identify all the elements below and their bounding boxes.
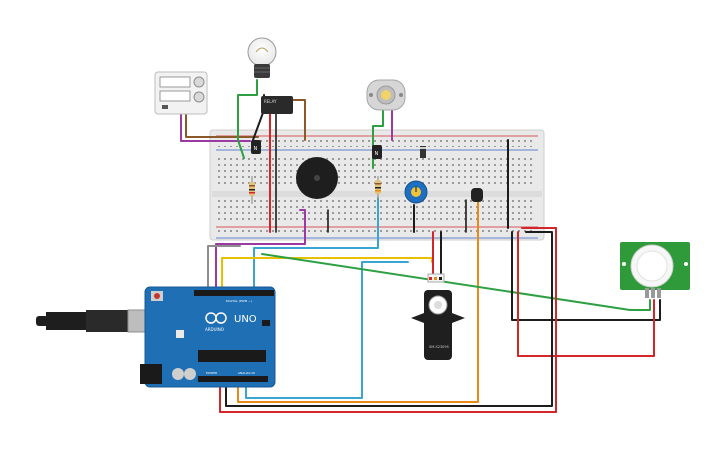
wire-brown-psu [185,109,259,138]
transistor-1[interactable]: N [251,140,261,154]
transistor-2[interactable]: N [372,145,382,159]
transistor-1-label: N [254,146,258,152]
resistor-1 [249,176,255,204]
wire-green-bulb [237,79,258,159]
power-supply[interactable] [154,71,208,115]
wire-green-pir [261,253,651,311]
diode [420,146,426,158]
usb-cable [36,309,159,333]
arduino-header-analog: ANALOG IN [238,371,255,375]
servo-motor[interactable]: SM-S2309S [411,273,465,360]
wire-orange [237,197,479,403]
temperature-sensor[interactable] [471,188,483,202]
wire-black-long [225,231,553,407]
relay[interactable]: RELAY [261,96,293,114]
servo-label: SM-S2309S [429,345,450,349]
wire-cyan-2 [245,261,409,399]
wire-cyan-1 [253,197,379,297]
wire-red-pir [517,231,655,357]
dc-motor[interactable] [366,79,406,111]
wire-purple-psu [180,109,251,142]
arduino-header-digital: DIGITAL (PWM ~) [226,299,252,303]
wire-purple-buzzer [215,209,306,297]
arduino-brand-text: ARDUINO [205,327,224,332]
arduino-uno[interactable]: UNO ARDUINO DIGITAL (PWM ~) POWER ANALOG… [140,286,276,388]
resistor-2 [375,176,381,200]
wire-brown-relay [291,99,306,141]
transistor-2-label: N [375,151,379,157]
buzzer[interactable] [296,157,338,199]
pir-sensor[interactable] [620,242,690,298]
wire-red-long [219,227,557,413]
arduino-board-text: UNO [234,314,257,325]
wire-black-pir [511,231,661,321]
potentiometer[interactable] [404,180,428,204]
relay-label: RELAY [264,99,277,104]
arduino-header-power: POWER [206,371,217,375]
light-bulb[interactable] [247,37,277,78]
wires [180,79,661,413]
